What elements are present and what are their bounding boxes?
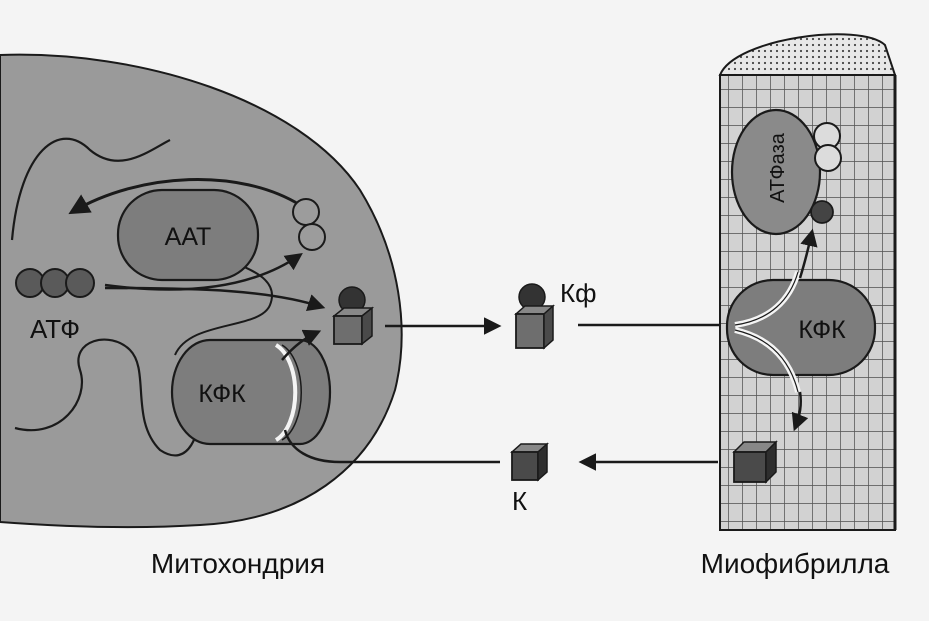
kfk-mito-enzyme: КФК [170, 338, 332, 446]
adp-molecule-mito [292, 198, 326, 251]
inner-membrane-2 [14, 338, 202, 457]
arrow-atp-to-kf [104, 286, 326, 311]
arrow-adp-out [68, 178, 301, 215]
creatine-phosphate-mito [331, 286, 375, 346]
creatine-middle [510, 442, 549, 482]
myofibril-caption: Миофибрилла [701, 548, 890, 579]
atp-molecule [15, 268, 95, 298]
k-label: К [512, 486, 527, 516]
arrow-to-k-myo [791, 391, 809, 432]
myofibril-top [718, 33, 897, 76]
aat-label: ААТ [165, 223, 212, 251]
kf-label: Кф [560, 278, 597, 308]
inner-membrane [10, 137, 171, 241]
adp-molecule-myo [813, 122, 842, 172]
atp-label: АТФ [30, 314, 80, 344]
atpase-enzyme: АТФаза [730, 108, 822, 236]
arrow-kfk-to-kf [281, 329, 322, 361]
arrow-to-adp-myo [798, 228, 818, 279]
aat-enzyme: ААТ [116, 188, 260, 282]
kfk-myo-enzyme: КФК [725, 271, 877, 393]
line-k-return [283, 429, 500, 464]
mitochondria-caption: Митохондрия [151, 548, 325, 579]
creatine-myo [732, 440, 778, 484]
adp-ball-myo [810, 200, 834, 224]
kfk-myo-label: КФК [798, 316, 846, 344]
inner-membrane-3 [174, 264, 273, 356]
kfk-mito-label: КФК [198, 380, 246, 408]
creatine-phosphate-middle [514, 283, 555, 350]
atpase-label: АТФаза [767, 132, 789, 203]
